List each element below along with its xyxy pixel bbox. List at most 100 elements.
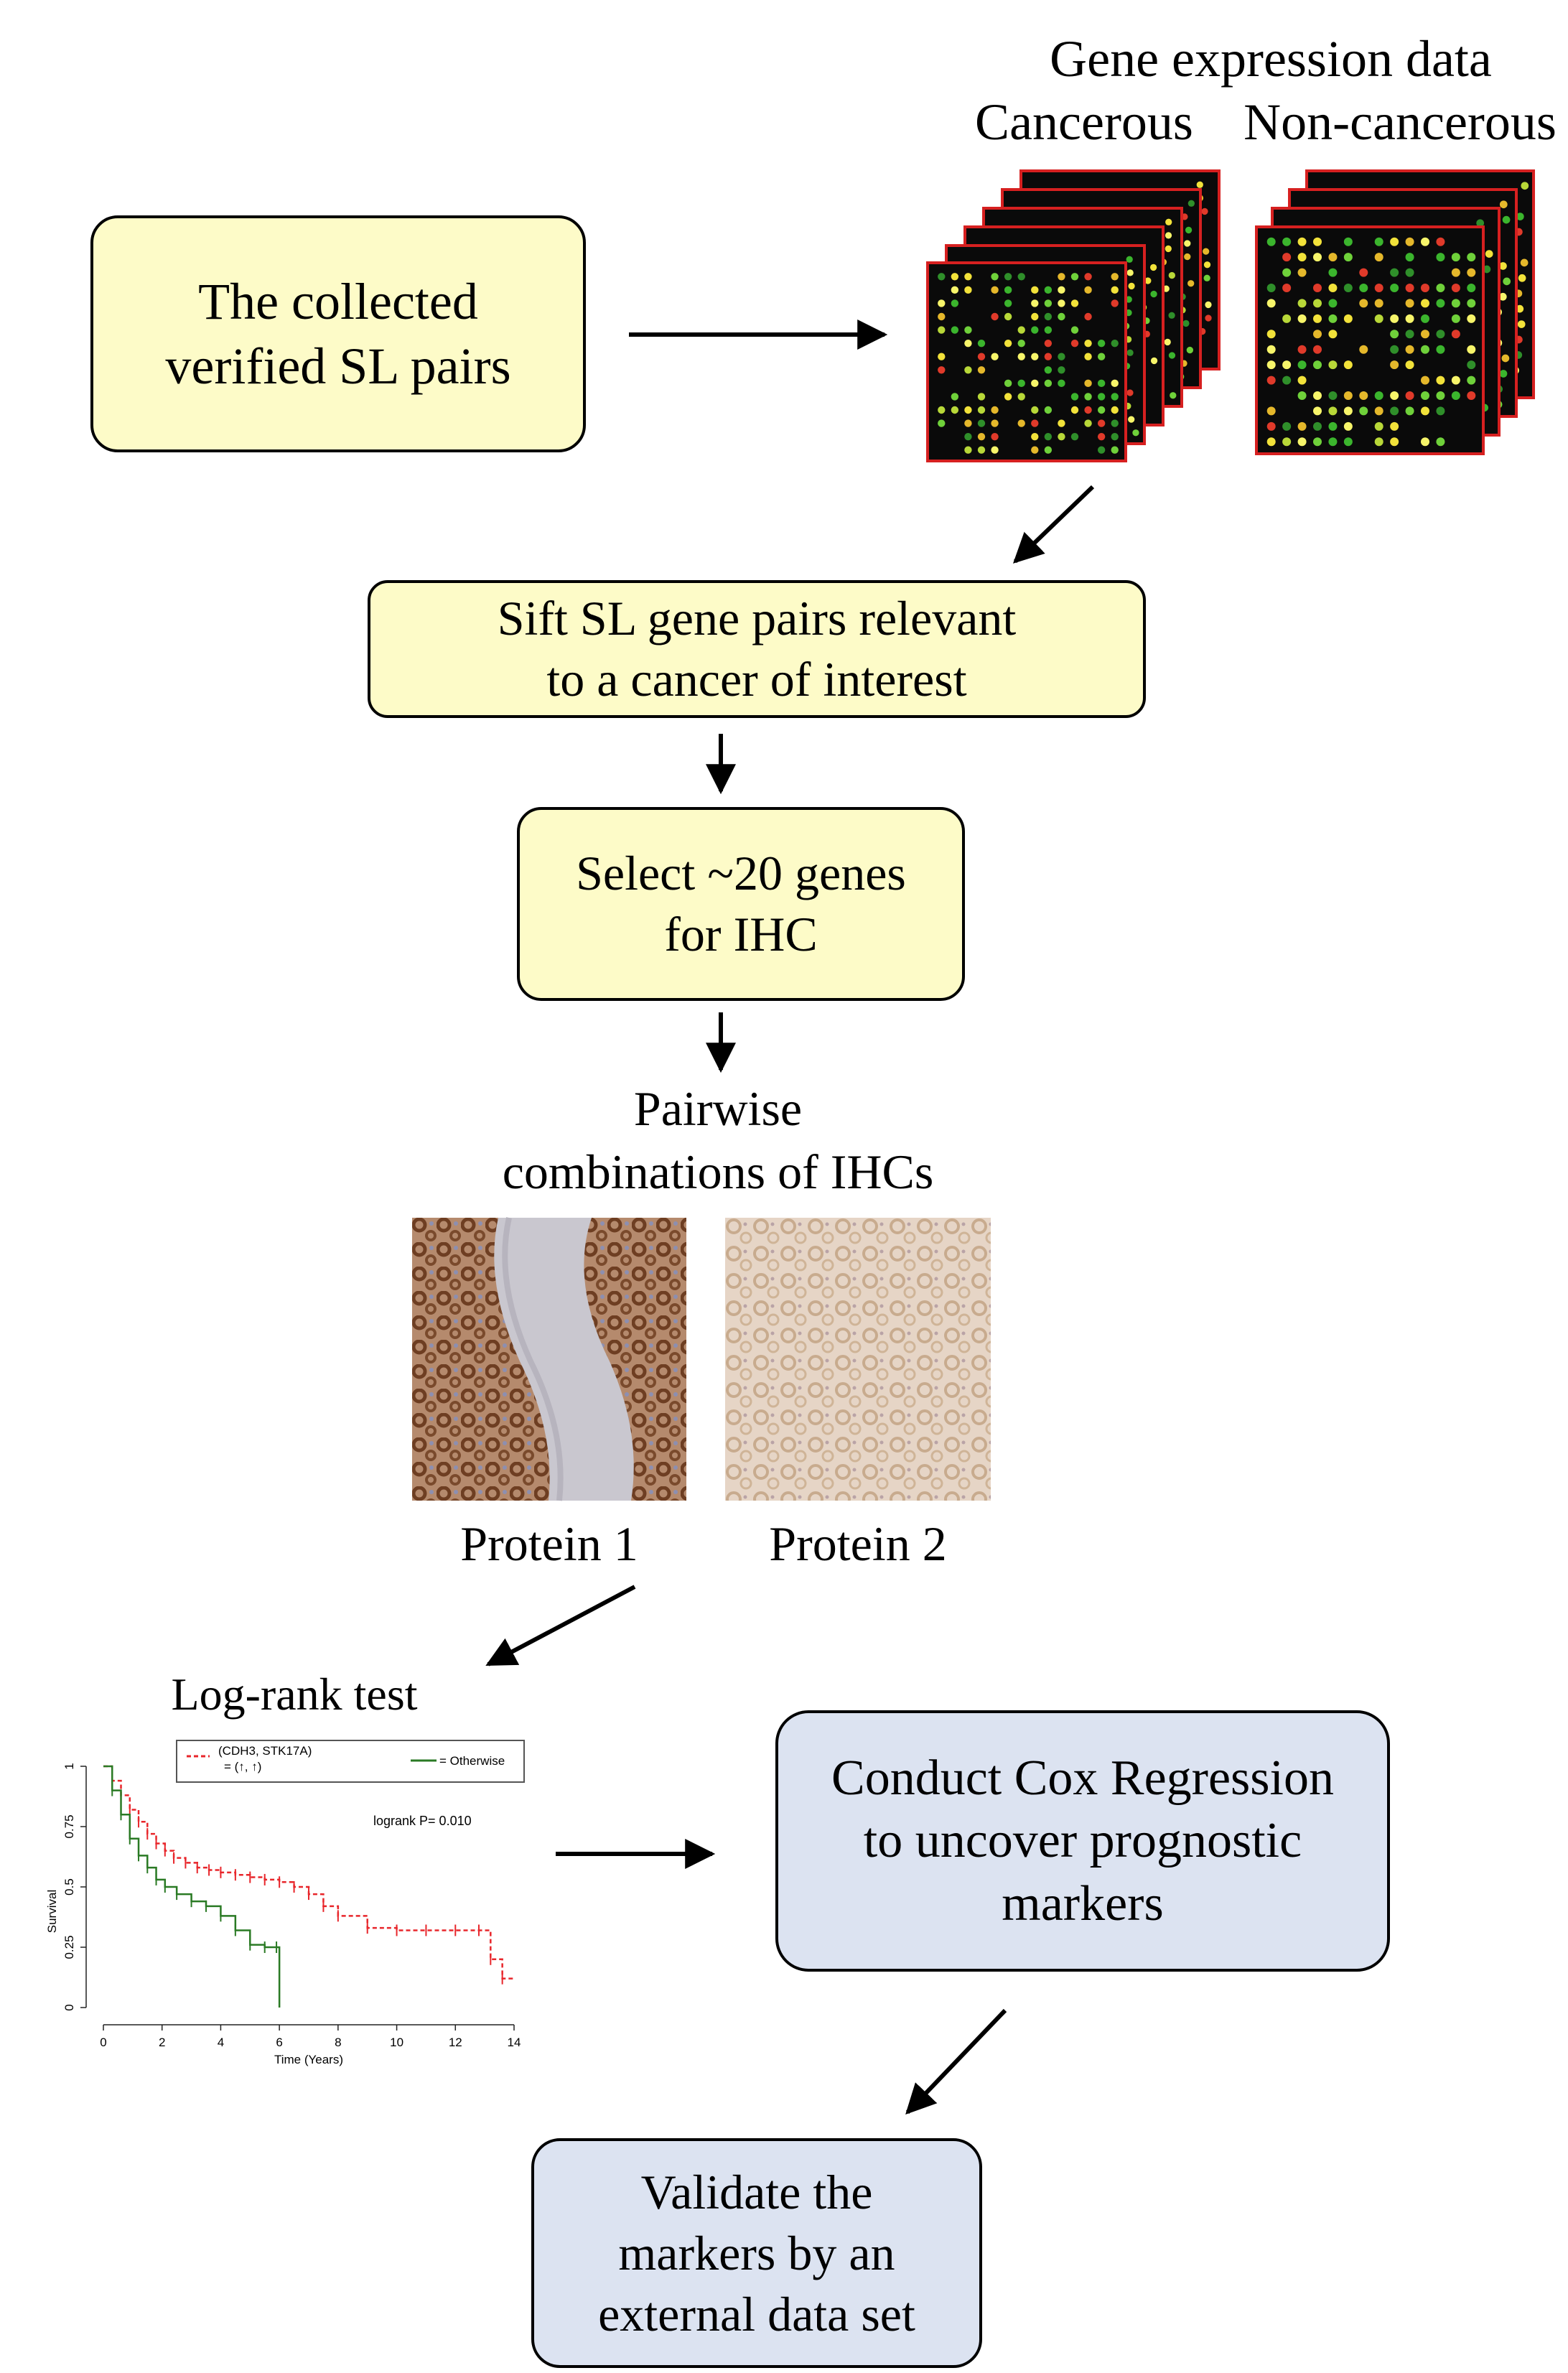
- microarray-spot: [1421, 330, 1429, 339]
- microarray-spot: [1390, 330, 1399, 339]
- microarray-spot: [1017, 379, 1025, 388]
- microarray-spot: [1421, 406, 1429, 416]
- microarray-spot: [977, 446, 986, 454]
- microarray-spot: [1031, 286, 1039, 294]
- microarray-spot: [1282, 360, 1292, 370]
- microarray-spot: [991, 353, 999, 360]
- microarray-spot: [1520, 258, 1529, 267]
- microarray-spot: [1031, 446, 1039, 454]
- microarray-spot: [1451, 299, 1460, 308]
- microarray-spot: [1149, 264, 1157, 271]
- km-x-tick-label: 4: [218, 2036, 224, 2049]
- microarray-spot: [1058, 366, 1065, 374]
- microarray-spot: [1297, 391, 1307, 400]
- microarray-spot: [1405, 345, 1414, 354]
- microarray-spot: [977, 393, 986, 401]
- gene-expression-header: Gene expression data: [1050, 30, 1492, 88]
- microarray-spot: [1467, 360, 1476, 370]
- microarray-spot: [1084, 419, 1092, 427]
- microarray-spot: [1498, 292, 1507, 301]
- microarray-spot: [1405, 299, 1414, 308]
- microarray-spot: [1282, 237, 1292, 246]
- microarray-spot: [1405, 406, 1414, 416]
- microarray-spot: [1374, 406, 1383, 416]
- microarray-spot: [1266, 237, 1276, 246]
- protein-1-label: Protein 1: [460, 1516, 638, 1571]
- microarray-spot: [1297, 268, 1307, 277]
- microarray-spot: [1058, 432, 1065, 441]
- microarray-spot: [1390, 268, 1399, 277]
- microarray-spot: [1282, 376, 1292, 385]
- microarray-spot: [1503, 277, 1511, 286]
- microarray-spot: [1031, 406, 1039, 414]
- microarray-spot: [1467, 299, 1476, 308]
- microarray-spot: [1390, 406, 1399, 416]
- microarray-spot: [964, 286, 972, 294]
- microarray-spot: [1058, 273, 1065, 281]
- microarray-spot: [1467, 268, 1476, 277]
- microarray-spot: [1374, 437, 1383, 447]
- microarray-spot: [1185, 226, 1193, 234]
- microarray-spot: [1070, 432, 1079, 441]
- microarray-spot: [1266, 299, 1276, 308]
- microarray-spot: [1084, 339, 1092, 348]
- microarray-spot: [1485, 250, 1493, 258]
- microarray-spot: [1017, 353, 1025, 360]
- microarray-spot: [951, 393, 959, 401]
- microarray-spot: [1313, 391, 1322, 400]
- cox-regression-box: Conduct Cox Regression to uncover progno…: [775, 1710, 1390, 1972]
- microarray-spot: [1499, 262, 1507, 270]
- microarray-spot: [1499, 200, 1508, 209]
- microarray-spot: [1436, 284, 1445, 292]
- microarray-spot: [1476, 219, 1485, 228]
- microarray-spot: [1004, 379, 1012, 388]
- microarray-spot: [938, 419, 946, 427]
- microarray-spot: [1097, 339, 1106, 348]
- microarray-spot: [1070, 299, 1079, 307]
- cox-line-3: markers: [1002, 1875, 1164, 1931]
- microarray-spot: [991, 286, 999, 294]
- microarray-spot: [1126, 349, 1134, 356]
- microarray-spot: [1297, 237, 1307, 246]
- microarray-spot: [1266, 345, 1276, 354]
- microarray-spot: [1168, 271, 1175, 279]
- microarray-spot: [1421, 237, 1429, 246]
- microarray-spot: [1126, 256, 1133, 263]
- km-x-tick-label: 10: [390, 2036, 403, 2049]
- cancerous-label: Cancerous: [975, 93, 1193, 151]
- protein-2-label: Protein 2: [769, 1516, 947, 1571]
- microarray-spot: [964, 339, 972, 348]
- microarray-spot: [1084, 353, 1092, 360]
- microarray-spot: [1266, 421, 1276, 431]
- arrow-ihc-to-logrank: [485, 1585, 636, 1666]
- microarray-spot: [991, 432, 999, 441]
- microarray-spot: [1084, 273, 1092, 281]
- km-x-tick-label: 0: [100, 2036, 106, 2049]
- microarray-spot: [1343, 437, 1353, 447]
- microarray-spot: [1058, 353, 1065, 360]
- microarray-spot: [1084, 379, 1092, 388]
- microarray-spot: [1343, 237, 1353, 246]
- microarray-spot: [1436, 299, 1445, 308]
- microarray-spot: [964, 432, 972, 441]
- microarray-spot: [1044, 446, 1053, 454]
- microarray-spot: [977, 406, 986, 414]
- microarray-spot: [951, 286, 959, 294]
- microarray-spot: [1421, 314, 1429, 323]
- microarray-spot: [1165, 218, 1172, 225]
- microarray-spot: [1070, 273, 1079, 281]
- microarray-spot: [1164, 338, 1171, 346]
- microarray-spot: [1343, 421, 1353, 431]
- microarray-spot: [1111, 273, 1119, 281]
- microarray-spot: [1017, 326, 1025, 334]
- microarray-spot: [991, 273, 999, 281]
- microarray-spot: [938, 273, 946, 281]
- collected-line-2: verified SL pairs: [165, 337, 511, 395]
- microarray-spot: [977, 419, 986, 427]
- cancerous-microarray-stack: [926, 169, 1249, 462]
- microarray-spot: [1421, 299, 1429, 308]
- microarray-spot: [1328, 437, 1338, 447]
- microarray-spot: [1044, 312, 1053, 321]
- validate-markers-box: Validate the markers by an external data…: [531, 2138, 982, 2368]
- microarray-spot: [1282, 268, 1292, 277]
